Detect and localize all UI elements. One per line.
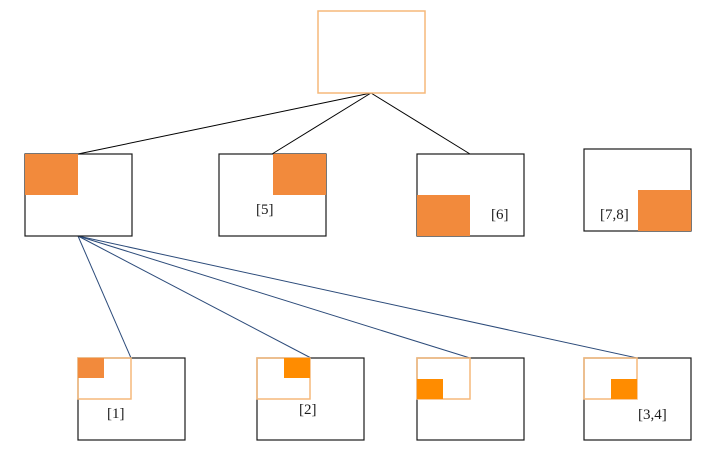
leaf-4-label: [3,4] — [638, 407, 667, 423]
node-c: [6] — [416, 153, 525, 237]
edge-root-node-b — [271, 92, 372, 155]
edge-root-node-c — [370, 92, 471, 155]
leaf-3 — [416, 357, 525, 441]
leaf-1: [1] — [77, 357, 186, 441]
edge-node-a-leaf-1 — [77, 235, 132, 359]
leaf-4-parent-quadrant — [583, 357, 638, 400]
leaf-2-label: [2] — [299, 402, 317, 418]
node-c-label: [6] — [491, 207, 509, 223]
leaf-3-parent-quadrant — [416, 357, 471, 400]
node-c-quadrant-fill — [417, 195, 470, 236]
leaf-1-parent-quadrant — [77, 357, 132, 400]
leaf-4-sub-fill — [611, 379, 637, 399]
leaf-2-sub-fill — [284, 358, 310, 378]
child-edges — [77, 235, 638, 359]
node-b-label: [5] — [256, 202, 274, 218]
node-d-quadrant-fill — [638, 190, 691, 231]
edge-node-a-leaf-3 — [77, 235, 471, 359]
node-b-quadrant-fill — [273, 154, 326, 195]
node-a — [24, 153, 133, 237]
node-a-quadrant-fill — [25, 154, 78, 195]
leaf-1-sub-fill — [78, 358, 104, 378]
root-node — [317, 10, 426, 94]
leaf-4: [3,4] — [583, 357, 692, 441]
node-d-label: [7,8] — [600, 207, 629, 223]
node-d: [7,8] — [583, 148, 692, 232]
node-b: [5] — [218, 153, 327, 237]
leaf-3-sub-fill — [417, 379, 443, 399]
edge-node-a-leaf-2 — [77, 235, 312, 359]
leaf-2-parent-quadrant — [256, 357, 311, 400]
root-edges — [77, 92, 471, 155]
leaf-2: [2] — [256, 357, 365, 441]
edge-root-node-a — [77, 92, 372, 155]
leaf-1-label: [1] — [107, 406, 125, 422]
edge-node-a-leaf-4 — [77, 235, 638, 359]
